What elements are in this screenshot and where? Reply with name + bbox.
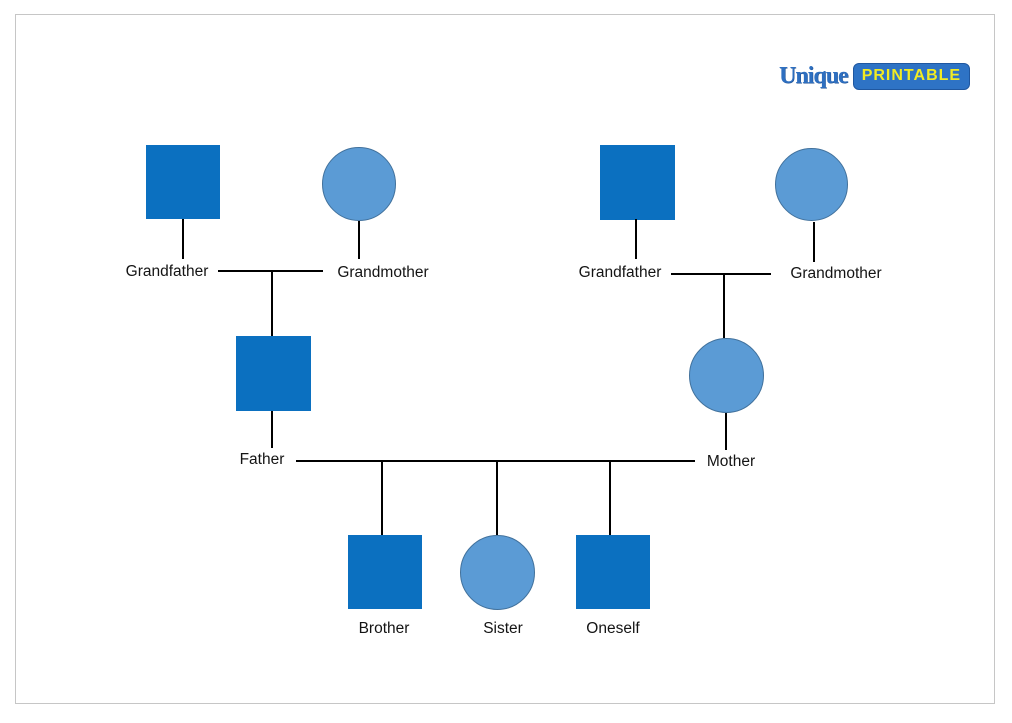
label-maternal-grandmother: Grandmother (790, 265, 882, 282)
label-sister: Sister (483, 620, 523, 637)
connector-paternal-grandmother-stub (358, 221, 360, 259)
label-maternal-grandfather: Grandfather (578, 264, 662, 281)
node-paternal-grandmother (322, 147, 396, 221)
label-mother: Mother (706, 453, 756, 470)
node-oneself (576, 535, 650, 609)
connector-parents-sibling-bar (296, 460, 695, 462)
connector-sister-drop (496, 460, 498, 535)
connector-paternal-grandfather-stub (182, 219, 184, 259)
node-mother (689, 338, 764, 413)
node-paternal-grandfather (146, 145, 220, 219)
node-sister (460, 535, 535, 610)
connector-maternal-grandmother-stub (813, 222, 815, 262)
connector-brother-drop (381, 460, 383, 535)
connector-maternal-couple (671, 273, 771, 275)
label-brother: Brother (358, 620, 410, 637)
connector-maternal-grandfather-stub (635, 219, 637, 259)
logo-brand-text: Unique (779, 63, 849, 89)
node-maternal-grandmother (775, 148, 848, 221)
connector-mother-stub (725, 413, 727, 450)
label-father: Father (239, 451, 285, 468)
connector-father-stub (271, 411, 273, 448)
connector-maternal-couple-drop (723, 273, 725, 338)
connector-oneself-drop (609, 460, 611, 535)
node-maternal-grandfather (600, 145, 675, 220)
node-brother (348, 535, 422, 609)
connector-paternal-couple (218, 270, 323, 272)
label-oneself: Oneself (586, 620, 640, 637)
page-border (15, 14, 995, 704)
logo-badge: PRINTABLE (852, 63, 971, 90)
logo: Unique PRINTABLE (779, 63, 971, 90)
node-father (236, 336, 311, 411)
label-paternal-grandfather: Grandfather (125, 263, 209, 280)
label-paternal-grandmother: Grandmother (337, 264, 429, 281)
connector-paternal-couple-drop (271, 270, 273, 336)
